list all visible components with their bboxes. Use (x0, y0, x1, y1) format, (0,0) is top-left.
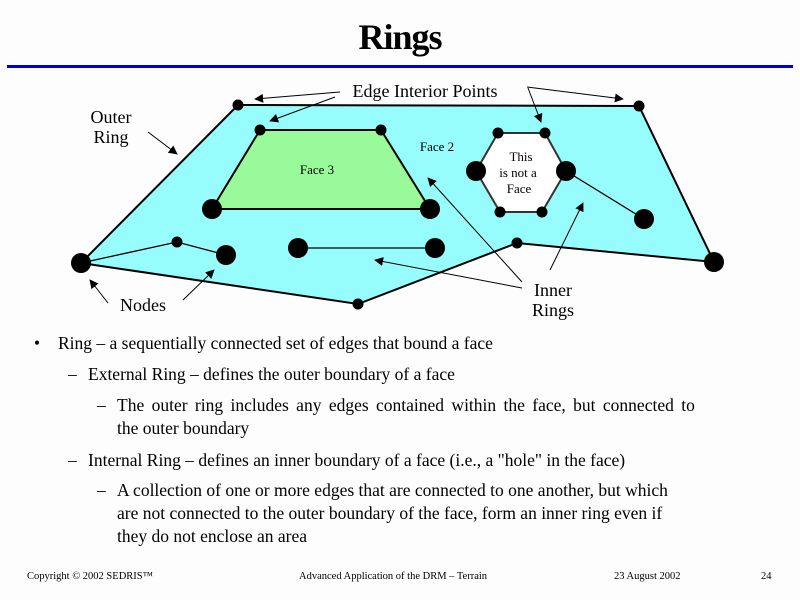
arrow-edge-point-3 (527, 87, 543, 123)
edge-point (633, 100, 645, 112)
bullet-text: Ring – a sequentially connected set of e… (58, 333, 493, 353)
bullet-item-3: – The outer ring includes any edges cont… (97, 394, 695, 440)
label-not-face-2: is not a (499, 165, 537, 180)
bullet-text: A collection of one or more edges that a… (117, 480, 668, 500)
bullet-item-2: – External Ring – defines the outer boun… (68, 363, 455, 386)
label-not-face-3: Face (507, 181, 532, 196)
footer-title: Advanced Application of the DRM – Terrai… (299, 571, 488, 582)
slide-title: Rings (358, 17, 442, 57)
bullet-marker: – (97, 395, 106, 415)
label-outer-ring-1: Outer (91, 107, 132, 127)
label-face2: Face 2 (420, 139, 454, 154)
node (288, 238, 308, 258)
arrow-outer-ring (147, 131, 178, 155)
edge-point (492, 127, 504, 139)
label-inner-rings-1: Inner (534, 280, 572, 300)
arrow-inner-ring-3 (549, 202, 584, 271)
footer-date: 23 August 2002 (614, 571, 681, 582)
label-outer-ring-2: Ring (93, 127, 128, 147)
bullet-text: they do not enclose an area (117, 526, 307, 546)
arrow-inner-ring-1 (427, 177, 523, 283)
node (634, 209, 654, 229)
bullet-text: The outer ring includes any edges contai… (117, 395, 695, 415)
footer-copyright: Copyright © 2002 SEDRIS™ (27, 571, 153, 582)
bullet-marker: – (68, 364, 77, 384)
label-face3: Face 3 (300, 162, 334, 177)
node (216, 245, 236, 265)
edge-point (539, 127, 551, 139)
edge-point (494, 206, 506, 218)
bullet-marker: – (97, 480, 106, 500)
edge-point (232, 99, 244, 111)
footer-page-number: 24 (761, 571, 772, 582)
node (71, 253, 91, 273)
edge-point (536, 206, 548, 218)
arrow-edge-point-1 (254, 91, 341, 103)
bullet-item-4: – Internal Ring – defines an inner bound… (68, 449, 626, 472)
arrow-edge-point-2 (269, 96, 336, 123)
bullet-text: Internal Ring – defines an inner boundar… (88, 450, 626, 470)
node (556, 161, 576, 181)
rings-diagram: Edge Interior Points Outer Ring Face 2 F… (71, 81, 724, 320)
nodes (71, 161, 724, 273)
title-divider (7, 65, 793, 68)
edge-point (254, 124, 266, 136)
label-not-face-1: This (509, 149, 532, 164)
label-inner-rings-2: Rings (532, 300, 574, 320)
bullet-item-5: – A collection of one or more edges that… (97, 479, 668, 548)
label-nodes: Nodes (120, 295, 166, 315)
bullet-marker: – (68, 450, 77, 470)
edge-point (171, 236, 183, 248)
bullet-marker: • (34, 333, 41, 353)
edge-interior-points (171, 99, 645, 310)
bullet-text: are not connected to the outer boundary … (117, 503, 663, 523)
edge-point (511, 237, 523, 249)
edge-point (352, 298, 364, 310)
arrow-node-2 (182, 269, 215, 301)
node (466, 161, 486, 181)
node (202, 199, 222, 219)
arrow-inner-ring-2 (374, 257, 523, 289)
node (425, 238, 445, 258)
node (704, 252, 724, 272)
arrow-node-1 (89, 279, 109, 304)
label-edge-interior-points: Edge Interior Points (353, 81, 498, 101)
edge-point (375, 124, 387, 136)
hex-connector-edge (565, 170, 645, 220)
node (420, 199, 440, 219)
bullet-item-1: • Ring – a sequentially connected set of… (34, 332, 493, 355)
arrow-edge-point-4 (526, 86, 624, 103)
bullet-text: External Ring – defines the outer bounda… (88, 364, 455, 384)
bullet-text: the outer boundary (117, 418, 250, 438)
